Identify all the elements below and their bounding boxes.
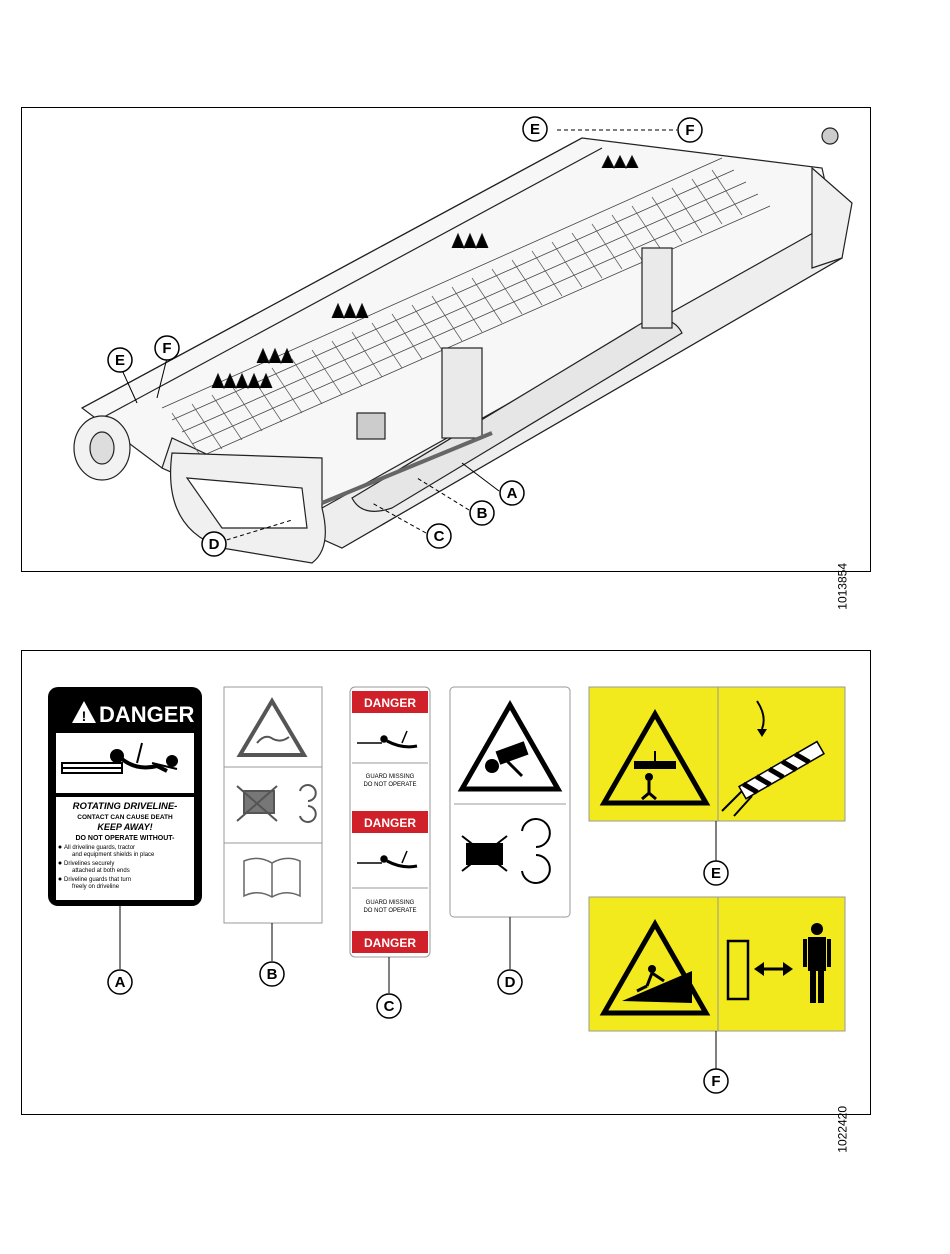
mesh-line <box>511 259 543 306</box>
decal-c: DANGER GUARD MISSING DO NOT OPERATE DANG… <box>349 686 431 958</box>
svg-text:and equipment shields in place: and equipment shields in place <box>72 852 155 858</box>
callout-e-left: E <box>107 347 133 373</box>
mesh-line <box>311 349 343 396</box>
svg-text:GUARD MISSING: GUARD MISSING <box>366 774 415 780</box>
svg-text:attached at both ends: attached at both ends <box>72 868 130 874</box>
mesh-line <box>651 196 683 243</box>
mesh-line <box>571 232 603 279</box>
mesh-line <box>491 268 523 315</box>
mesh-line <box>611 214 643 261</box>
mesh-line <box>531 250 563 297</box>
decal-f <box>588 896 846 1032</box>
svg-text:F: F <box>162 340 171 357</box>
mesh-line <box>391 313 423 360</box>
figure-id: 1022420 <box>836 1106 850 1153</box>
mesh-line <box>271 367 303 414</box>
mesh-line <box>171 412 203 459</box>
svg-text:E: E <box>711 865 721 882</box>
svg-text:All driveline guards, tractor: All driveline guards, tractor <box>64 845 135 851</box>
callout-d: D <box>201 531 227 557</box>
header-overview-figure: A B C D E F E F 1013854 <box>21 107 871 610</box>
svg-text:CONTACT CAN CAUSE DEATH: CONTACT CAN CAUSE DEATH <box>77 814 173 821</box>
callout-a: A <box>499 480 525 506</box>
mesh-line <box>211 394 243 441</box>
svg-text:C: C <box>384 998 395 1015</box>
svg-text:D: D <box>505 974 516 991</box>
svg-text:F: F <box>685 122 694 139</box>
svg-text:DANGER: DANGER <box>364 936 416 950</box>
mesh-line <box>431 295 463 342</box>
svg-text:D: D <box>209 536 220 553</box>
svg-text:KEEP AWAY!: KEEP AWAY! <box>97 822 152 832</box>
svg-text:DANGER: DANGER <box>364 696 416 710</box>
svg-text:B: B <box>477 505 488 522</box>
callout-decal-f: F <box>703 1068 729 1094</box>
decal-a: ! DANGER ROTATING DRIVELINE- CONTACT CAN… <box>48 687 202 906</box>
svg-text:C: C <box>434 528 445 545</box>
mesh-line <box>371 322 403 369</box>
svg-text:A: A <box>507 485 518 502</box>
svg-text:Drivelines securely: Drivelines securely <box>64 861 114 867</box>
mesh-line <box>631 205 663 252</box>
decal-e <box>588 686 846 822</box>
mesh-line <box>351 331 383 378</box>
svg-text:E: E <box>530 121 540 138</box>
mesh-line <box>231 385 263 432</box>
safety-decals-figure: ! DANGER ROTATING DRIVELINE- CONTACT CAN… <box>21 650 871 1153</box>
callout-decal-a: A <box>107 969 133 995</box>
decal-d <box>449 686 571 918</box>
callout-f-right: F <box>677 117 703 143</box>
mesh-line <box>551 241 583 288</box>
mesh-line <box>331 340 363 387</box>
mesh-line <box>711 169 743 216</box>
svg-text:DO NOT OPERATE WITHOUT-: DO NOT OPERATE WITHOUT- <box>75 835 175 842</box>
decals-illustration: ! DANGER ROTATING DRIVELINE- CONTACT CAN… <box>48 686 846 1094</box>
mesh-line <box>691 178 723 225</box>
mesh-line <box>451 286 483 333</box>
callout-decal-d: D <box>497 969 523 995</box>
svg-text:A: A <box>115 974 126 991</box>
decal-a-header: DANGER <box>99 702 194 727</box>
callout-f-left: F <box>154 335 180 361</box>
svg-text:DO NOT OPERATE: DO NOT OPERATE <box>363 782 416 788</box>
callout-e-right: E <box>522 116 548 142</box>
entanglement-pictogram <box>61 742 178 774</box>
decal-b <box>223 686 323 924</box>
mesh-line <box>191 403 223 450</box>
mesh-line <box>471 277 503 324</box>
callout-decal-e: E <box>703 860 729 886</box>
svg-text:E: E <box>115 352 125 369</box>
svg-text:F: F <box>711 1073 720 1090</box>
svg-text:ROTATING DRIVELINE-: ROTATING DRIVELINE- <box>73 801 178 812</box>
svg-text:DO NOT OPERATE: DO NOT OPERATE <box>363 908 416 914</box>
svg-text:DANGER: DANGER <box>364 816 416 830</box>
callout-b: B <box>469 500 495 526</box>
svg-text:B: B <box>267 966 278 983</box>
figure-id: 1013854 <box>836 563 850 610</box>
svg-text:Driveline guards that turn: Driveline guards that turn <box>64 877 131 883</box>
callout-c: C <box>426 523 452 549</box>
mesh-line <box>591 223 623 270</box>
callout-decal-c: C <box>376 993 402 1019</box>
mesh-line <box>671 187 703 234</box>
mesh-line <box>291 358 323 405</box>
svg-text:GUARD MISSING: GUARD MISSING <box>366 900 415 906</box>
callout-decal-b: B <box>259 961 285 987</box>
svg-text:freely on driveline: freely on driveline <box>72 884 120 890</box>
svg-text:!: ! <box>82 708 87 724</box>
header-machine-illustration: A B C D E F E F <box>73 116 853 564</box>
mesh-line <box>411 304 443 351</box>
